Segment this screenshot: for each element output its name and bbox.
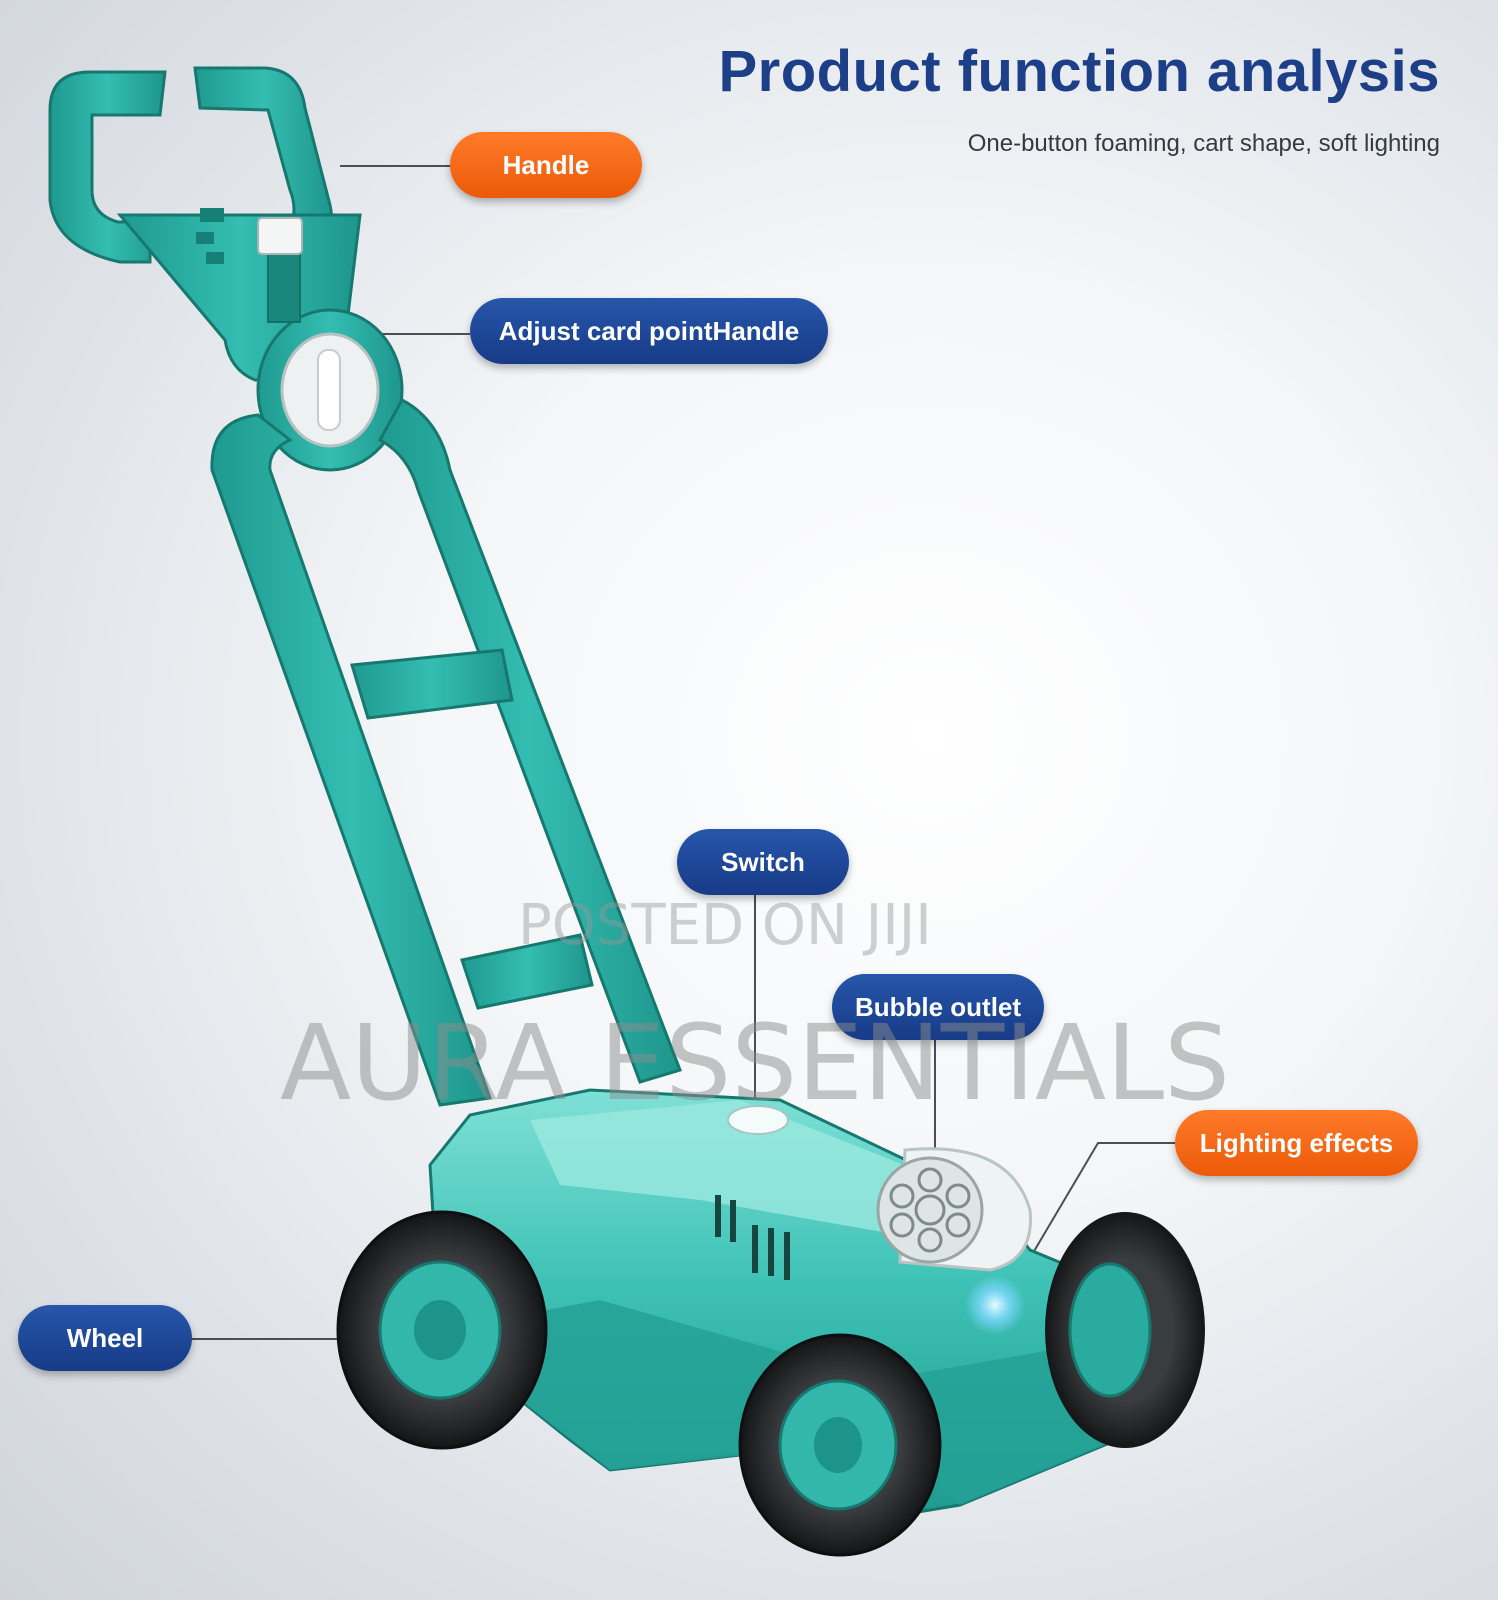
callout-adjust-card-point-handle: Adjust card pointHandle (470, 298, 828, 364)
page-subtitle: One-button foaming, cart shape, soft lig… (967, 130, 1440, 157)
bubble-wand-icon (876, 1156, 984, 1264)
adjust-slot (267, 249, 301, 323)
adjust-button (257, 217, 303, 255)
left-grip (48, 70, 167, 264)
page-title: Product function analysis (718, 39, 1440, 104)
handle-details (196, 208, 380, 448)
light-glow (965, 1275, 1025, 1335)
callout-bubble-outlet: Bubble outlet (832, 974, 1044, 1040)
lighting-leader (1029, 1142, 1175, 1259)
switch-button (727, 1105, 789, 1135)
handle-frame (48, 66, 682, 1107)
right-pole (377, 397, 682, 1084)
callout-switch: Switch (677, 829, 849, 895)
front-left-wheel (738, 1333, 942, 1557)
rear-left-wheel (336, 1210, 548, 1450)
vent-slots (715, 1195, 790, 1280)
callout-wheel: Wheel (18, 1305, 192, 1371)
leader-lines (190, 165, 1175, 1340)
upper-crossbar (350, 648, 514, 720)
bubble-wand-pattern (889, 1167, 971, 1253)
left-pole (210, 413, 493, 1107)
rear-right-wheel (1045, 1212, 1205, 1448)
lower-crossbar (460, 933, 594, 1010)
top-cover (530, 1100, 980, 1235)
callout-handle: Handle (450, 132, 642, 198)
callout-lighting-effects: Lighting effects (1175, 1110, 1418, 1176)
